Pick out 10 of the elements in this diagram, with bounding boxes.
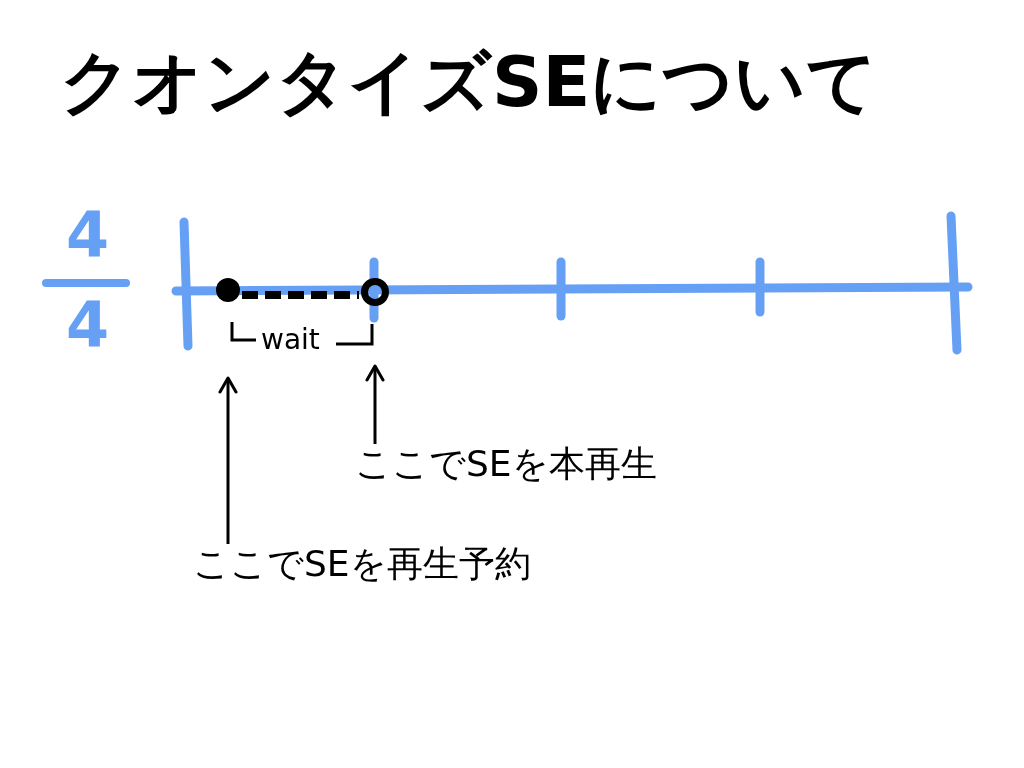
annotation-text: ここでSEを再生予約 (193, 543, 531, 584)
time-signature-digit: 4 (66, 200, 110, 270)
arrow (218, 376, 238, 544)
arrow (365, 364, 385, 444)
open-circle (361, 278, 389, 306)
annotation-text: ここでSEを本再生 (355, 443, 657, 484)
bracket-label: wait (261, 322, 320, 358)
filled-dot (216, 278, 240, 302)
time-signature-digit: 4 (66, 290, 110, 360)
title: クオンタイズSEについて (60, 40, 879, 124)
